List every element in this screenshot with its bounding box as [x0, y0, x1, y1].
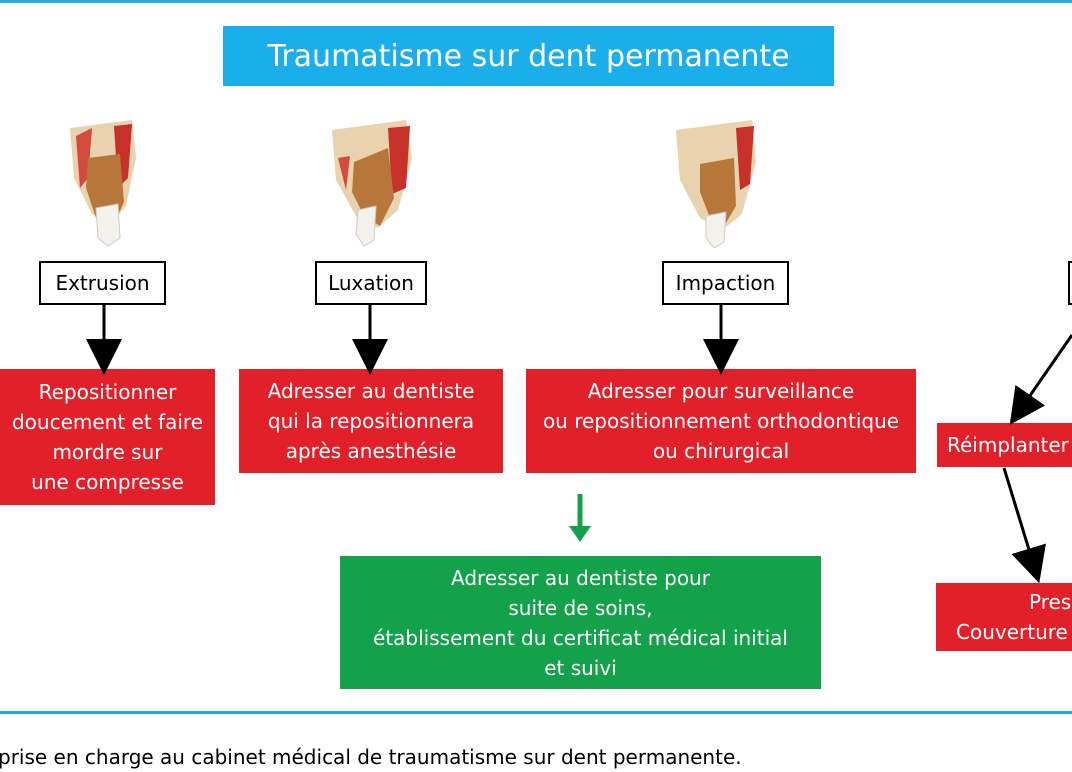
- action-impaction: Adresser pour surveillance ou reposition…: [526, 369, 916, 473]
- label-luxation: Luxation: [315, 261, 427, 305]
- figure-caption: prise en charge au cabinet médical de tr…: [0, 745, 742, 769]
- label-extrusion: Extrusion: [39, 261, 166, 305]
- followup-box: Adresser au dentiste pour suite de soins…: [340, 556, 821, 689]
- right-bottom-line-1: Pres: [1029, 590, 1072, 614]
- action-reimplant: Réimplanter: [937, 423, 1072, 467]
- reimplant-label: Réimplanter: [947, 433, 1069, 457]
- tooth-impaction-illustration: [676, 120, 756, 248]
- bottom-rule: [0, 711, 1072, 714]
- tooth-extrusion-illustration: [70, 120, 136, 247]
- label-partial: [1068, 261, 1072, 305]
- top-rule: [0, 0, 1072, 3]
- label-impaction: Impaction: [662, 261, 789, 305]
- arrow-green-head: [569, 526, 591, 542]
- action-right-bottom: Pres Couverture: [936, 583, 1072, 651]
- action-extrusion: Repositionner doucement et faire mordre …: [0, 369, 215, 505]
- arrow-to-reimplant: [1009, 334, 1072, 425]
- arrow-reimplant-down: [1002, 467, 1046, 584]
- tooth-luxation-illustration: [332, 120, 412, 247]
- action-luxation: Adresser au dentiste qui la repositionne…: [239, 369, 503, 473]
- diagram-title: Traumatisme sur dent permanente: [223, 26, 834, 86]
- right-bottom-line-2: Couverture: [956, 620, 1068, 644]
